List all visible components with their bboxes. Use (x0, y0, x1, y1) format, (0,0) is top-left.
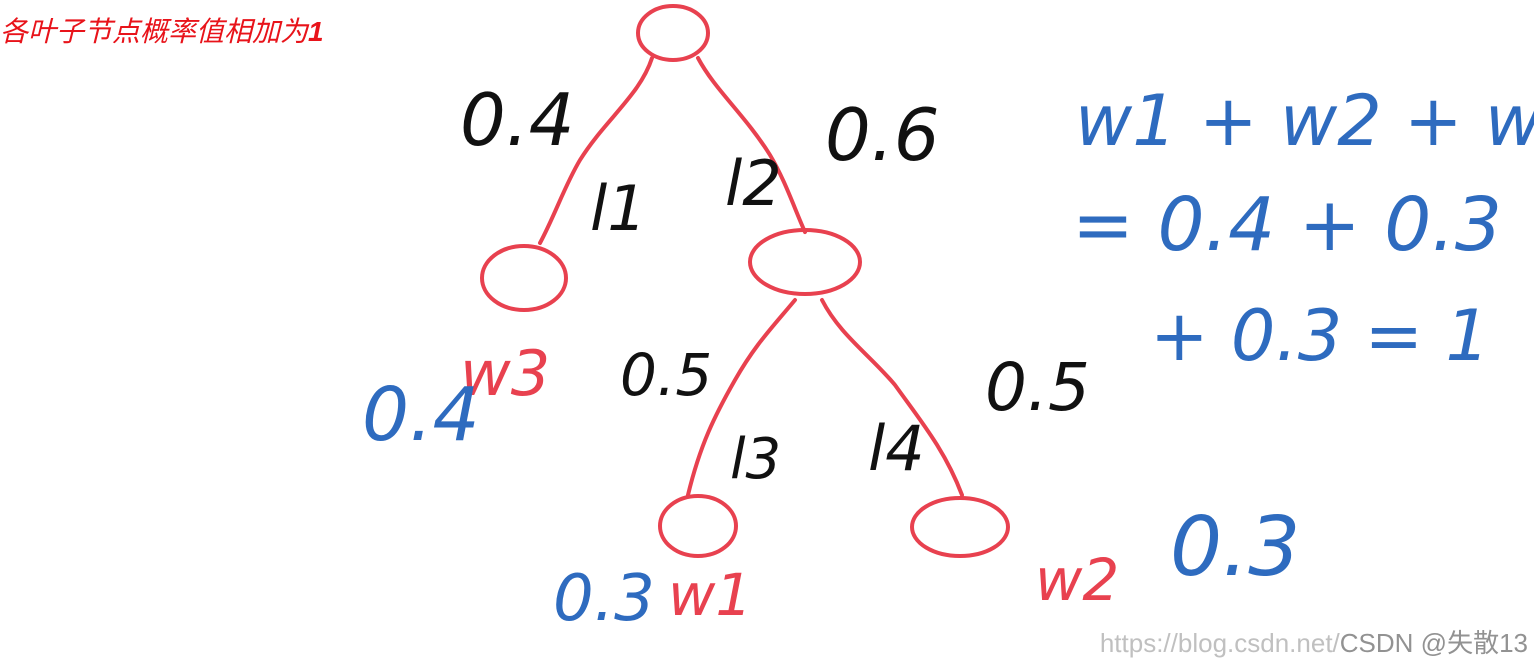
edge-right-left (686, 298, 797, 497)
edge-tag-l3: l3 (730, 427, 781, 492)
title-emphasis: 1 (308, 16, 324, 47)
leaf-node-w1 (658, 494, 738, 558)
edge-prob-right: 0.6 (825, 93, 940, 177)
watermark-url: https://blog.csdn.net/ (1099, 628, 1340, 658)
edge-prob-lower-left: 0.5 (620, 341, 712, 409)
leaf-name-w2: w2 (1035, 546, 1119, 614)
title-text: 各叶子节点概率值相加为 (0, 16, 309, 47)
equation-line-2: = 0.4 + 0.3 (1072, 182, 1502, 268)
watermark: https://blog.csdn.net/CSDN @失散13 (1100, 623, 1528, 660)
edge-prob-left: 0.4 (460, 78, 575, 162)
edge-tag-l2: l2 (725, 147, 782, 220)
equation-line-3: + 0.3 = 1 (1150, 295, 1490, 377)
edge-right-right (820, 298, 964, 497)
leaf-name-w3: w3 (460, 337, 550, 410)
edge-root-left (538, 56, 654, 245)
left-leaf-node-w3 (480, 244, 568, 312)
leaf-value-w1: 0.3 (553, 562, 655, 636)
internal-node (748, 228, 862, 296)
edge-root-right (696, 56, 807, 234)
edge-prob-lower-right: 0.5 (985, 349, 1090, 426)
leaf-name-w1: w1 (668, 561, 752, 629)
watermark-brand: CSDN @失散13 (1339, 628, 1528, 658)
leaf-value-w2: 0.3 (1170, 500, 1300, 595)
leaf-node-w2 (910, 496, 1010, 558)
root-node (636, 4, 710, 62)
equation-line-1: w1 + w2 + w3 (1075, 80, 1534, 162)
title-caption: 各叶子节点概率值相加为1 (0, 10, 324, 50)
leaf-value-w3: 0.4 (362, 372, 480, 458)
edge-tag-l4: l4 (868, 412, 925, 485)
edge-tag-l1: l1 (590, 172, 647, 245)
